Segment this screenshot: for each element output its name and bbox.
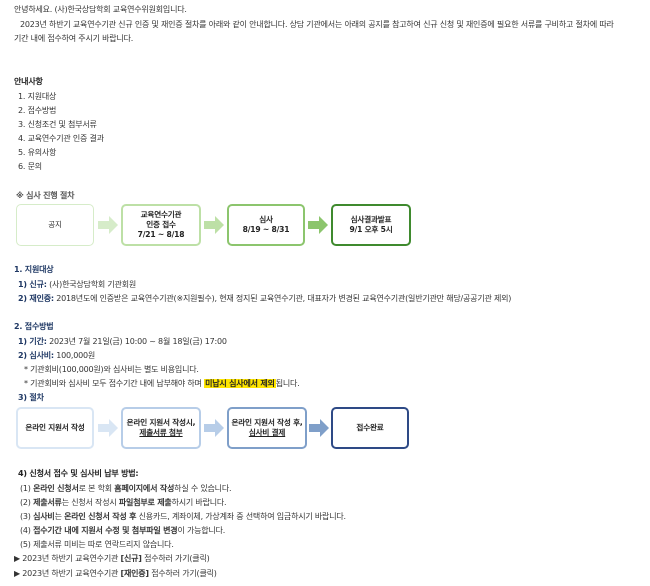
payment-item-bold: 온라인 신청서 [33, 484, 79, 493]
payment-item-3: (3) 심사비는 온라인 신청서 작성 후 신용카드, 계좌이체, 가상계좌 중… [20, 511, 346, 522]
intro-line-2: 2023년 하반기 교육연수기관 신규 인증 및 재인증 절차를 아래와 같이 … [20, 20, 614, 29]
toc-item-2: 2. 접수방법 [18, 106, 57, 115]
toc-item-1: 1. 지원대상 [18, 92, 57, 101]
review-step-result: 심사결과발표 9/1 오후 5시 [331, 204, 411, 246]
application-fee-label: 2) 심사비: [18, 351, 54, 360]
review-step-text: 심사결과발표 [350, 215, 392, 224]
eligibility-renewal: 2) 재인증: 2018년도에 인증받은 교육연수기관(※지원필수), 현재 정… [18, 293, 511, 304]
toc-item-3: 3. 신청조건 및 첨부서류 [18, 120, 97, 129]
fee-note-2: * 기관회비와 심사비 모두 접수기간 내에 납부해야 하며 미납시 심사에서 … [24, 378, 300, 389]
eligibility-renewal-label: 2) 재인증: [18, 294, 54, 303]
review-step-text: 7/21 ~ 8/18 [137, 230, 185, 239]
arrow-right-icon [98, 216, 118, 234]
review-step-submission: 교육연수기관 인증 접수 7/21 ~ 8/18 [121, 204, 201, 246]
application-period-text: 2023년 7월 21일(금) 10:00 ~ 8월 18일(금) 17:00 [49, 337, 227, 346]
link-new-application[interactable]: ▶ 2023년 하반기 교육연수기관 [신규] 접수하러 가기(클릭) [14, 553, 210, 564]
toc-item-4: 4. 교육연수기관 인증 결과 [18, 134, 104, 143]
fee-note-1: * 기관회비(100,000원)와 심사비는 별도 비용입니다. [24, 365, 199, 374]
procedure-step-text: 접수완료 [356, 423, 384, 432]
review-step-text: 9/1 오후 5시 [349, 225, 393, 234]
procedure-step-text: 온라인 지원서 작성시, [126, 418, 196, 427]
procedure-step-attach-docs: 온라인 지원서 작성시, 제출서류 첨부 [121, 407, 201, 449]
payment-item-5: (5) 제출서류 미비는 따로 연락드리지 않습니다. [20, 539, 174, 550]
procedure-step-text: 제출서류 첨부 [139, 428, 183, 437]
eligibility-new-label: 1) 신규: [18, 280, 47, 289]
arrow-right-icon [308, 216, 328, 234]
procedure-step-online-form: 온라인 지원서 작성 [16, 407, 94, 449]
procedure-step-text: 심사비 결제 [248, 428, 286, 437]
section-heading-application: 2. 접수방법 [14, 322, 54, 331]
review-step-notice: 공지 [16, 204, 94, 246]
review-step-text: 심사 [259, 215, 273, 224]
procedure-step-text: 온라인 지원서 작성 후, [231, 418, 303, 427]
payment-item-text: 는 [54, 512, 62, 521]
arrow-right-icon [98, 419, 118, 437]
review-step-text: 인증 접수 [146, 220, 176, 229]
payment-item-bold: 파일첨부로 제출 [118, 498, 172, 507]
payment-item-text: 로 본 학회 [78, 484, 113, 493]
payment-item-text: 는 신청서 작성시 [61, 498, 117, 507]
arrow-right-icon [309, 419, 329, 437]
link-text: ▶ 2023년 하반기 교육연수기관 [14, 569, 119, 578]
application-fee-text: 100,000원 [56, 351, 96, 360]
section-heading-eligibility: 1. 지원대상 [14, 265, 54, 274]
payment-item-num: (4) [20, 526, 31, 535]
eligibility-renewal-text: 2018년도에 인증받은 교육연수기관(※지원필수), 현재 정지된 교육연수기… [56, 294, 512, 303]
arrow-right-icon [204, 216, 224, 234]
payment-item-bold: 접수기간 내에 지원서 수정 및 첨부파일 변경 [33, 526, 178, 535]
payment-method-title: 4) 신청서 접수 및 심사비 납부 방법: [18, 469, 139, 478]
review-step-evaluation: 심사 8/19 ~ 8/31 [227, 204, 305, 246]
review-step-text: 공지 [48, 220, 62, 229]
payment-item-text: 하시기 바랍니다. [171, 498, 227, 507]
eligibility-new-text: (사)한국상담학회 기관회원 [49, 280, 137, 289]
payment-item-bold: 심사비 [33, 512, 55, 521]
review-step-text: 8/19 ~ 8/31 [242, 225, 290, 234]
eligibility-new: 1) 신규: (사)한국상담학회 기관회원 [18, 279, 136, 290]
payment-item-text: 이 가능합니다. [177, 526, 226, 535]
procedure-step-complete: 접수완료 [331, 407, 409, 449]
toc-item-6: 6. 문의 [18, 162, 42, 171]
payment-item-text: 하실 수 있습니다. [174, 484, 232, 493]
procedure-label: 3) 절차 [18, 393, 44, 402]
intro-line-1: 안녕하세요. (사)한국상담학회 교육연수위원회입니다. [14, 5, 187, 14]
payment-item-text: 신용카드, 계좌이체, 가상계좌 중 선택하여 입금하시기 바랍니다. [138, 512, 346, 521]
fee-note-2-text: * 기관회비와 심사비 모두 접수기간 내에 납부해야 하며 [24, 379, 202, 388]
payment-item-bold: 제출서류 [33, 498, 62, 507]
payment-item-num: (5) [20, 540, 31, 549]
link-text: ▶ 2023년 하반기 교육연수기관 [14, 554, 119, 563]
payment-item-bold: 온라인 신청서 작성 후 [64, 512, 137, 521]
payment-item-num: (1) [20, 484, 31, 493]
link-renewal-application[interactable]: ▶ 2023년 하반기 교육연수기관 [재인증] 접수하러 가기(클릭) [14, 568, 217, 579]
intro-line-3: 기간 내에 접수하여 주시기 바랍니다. [14, 34, 134, 43]
review-step-text: 교육연수기관 [140, 210, 182, 219]
arrow-right-icon [204, 419, 224, 437]
payment-item-1: (1) 온라인 신청서로 본 학회 홈페이지에서 작성하실 수 있습니다. [20, 483, 232, 494]
fee-note-2-highlight: 미납시 심사에서 제외 [204, 379, 276, 388]
review-process-title: ※ 심사 진행 절차 [16, 191, 75, 200]
payment-item-text: 제출서류 미비는 따로 연락드리지 않습니다. [33, 540, 174, 549]
application-period: 1) 기간: 2023년 7월 21일(금) 10:00 ~ 8월 18일(금)… [18, 336, 227, 347]
payment-item-bold: 홈페이지에서 작성 [114, 484, 175, 493]
toc-item-5: 5. 유의사항 [18, 148, 57, 157]
link-tag: [신규] [120, 554, 142, 563]
procedure-step-text: 온라인 지원서 작성 [25, 423, 85, 432]
link-text: 접수하러 가기(클릭) [151, 569, 217, 578]
payment-item-num: (3) [20, 512, 31, 521]
payment-item-4: (4) 접수기간 내에 지원서 수정 및 첨부파일 변경이 가능합니다. [20, 525, 225, 536]
payment-item-2: (2) 제출서류는 신청서 작성시 파일첨부로 제출하시기 바랍니다. [20, 497, 227, 508]
procedure-step-payment: 온라인 지원서 작성 후, 심사비 결제 [227, 407, 307, 449]
payment-item-num: (2) [20, 498, 31, 507]
application-fee: 2) 심사비: 100,000원 [18, 350, 95, 361]
link-text: 접수하러 가기(클릭) [144, 554, 210, 563]
application-period-label: 1) 기간: [18, 337, 47, 346]
toc-title: 안내사항 [14, 77, 43, 86]
link-tag: [재인증] [120, 569, 149, 578]
fee-note-2-suffix: 됩니다. [275, 379, 300, 388]
